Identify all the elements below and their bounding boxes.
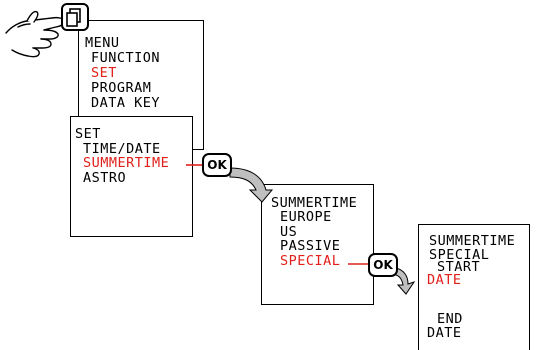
menu-button-icon[interactable] <box>61 3 89 31</box>
set-screen-title: SET <box>75 126 101 142</box>
curved-arrow-1 <box>229 167 274 203</box>
summertime-screen-title: SUMMERTIME <box>271 195 358 211</box>
special-line-start: START <box>437 259 481 275</box>
summertime-item-special[interactable]: SPECIAL <box>280 253 341 269</box>
special-line-start-date: DATE <box>427 272 462 288</box>
special-line-summertime: SUMMERTIME <box>429 233 516 249</box>
special-line-end-date: DATE <box>427 325 462 341</box>
special-screen: SUMMERTIME SPECIAL START DATE END DATE <box>418 224 530 350</box>
set-item-astro[interactable]: ASTRO <box>83 170 127 186</box>
special-line-end: END <box>437 311 463 327</box>
menu-item-set[interactable]: SET <box>91 65 117 81</box>
summertime-screen: SUMMERTIME EUROPE US PASSIVE SPECIAL <box>261 184 374 305</box>
ok-button-2[interactable]: OK <box>368 253 398 277</box>
menu-item-function[interactable]: FUNCTION <box>91 50 161 66</box>
ok-button-1[interactable]: OK <box>202 153 232 177</box>
set-item-summertime[interactable]: SUMMERTIME <box>83 155 170 171</box>
set-screen: SET TIME/DATE SUMMERTIME ASTRO <box>70 116 193 237</box>
hand-pressing-icon <box>5 10 65 58</box>
special-line-special: SPECIAL <box>429 247 490 263</box>
summertime-item-passive[interactable]: PASSIVE <box>280 238 341 254</box>
menu-screen-title: MENU <box>85 35 120 51</box>
summertime-item-europe[interactable]: EUROPE <box>280 209 332 225</box>
menu-item-data-key[interactable]: DATA KEY <box>91 95 161 111</box>
summertime-item-us[interactable]: US <box>280 224 298 240</box>
menu-item-program[interactable]: PROGRAM <box>91 80 152 96</box>
set-item-time-date[interactable]: TIME/DATE <box>83 141 161 157</box>
curved-arrow-2 <box>395 267 416 295</box>
